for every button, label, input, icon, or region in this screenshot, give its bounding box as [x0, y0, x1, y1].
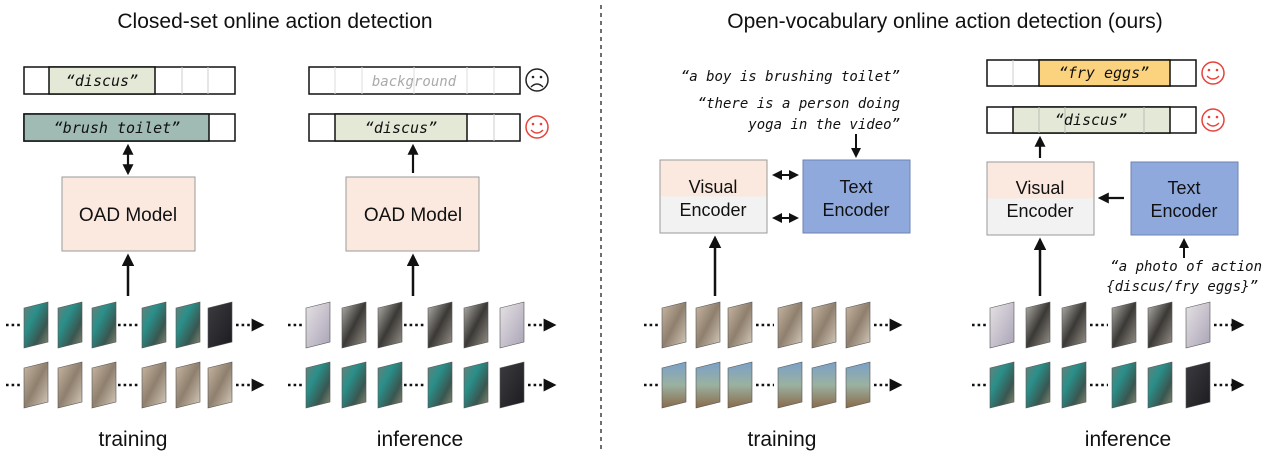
- frown-face-icon: [525, 68, 549, 92]
- prompt-line1: “a photo of action: [1110, 259, 1262, 275]
- left-panel-title: Closed-set online action detection: [117, 10, 432, 33]
- video-frame-thumbnail: [207, 301, 233, 349]
- quote-brushing-toilet: “a boy is brushing toilet”: [681, 69, 900, 85]
- quote-yoga-line2: yoga in the video”: [747, 117, 900, 133]
- left-infer-top-bar: background: [308, 66, 521, 95]
- video-frame-thumbnail: [727, 361, 753, 409]
- oad-model-train-box: [61, 176, 196, 252]
- video-frame-thumbnail: [727, 301, 753, 349]
- video-frame-thumbnail: [989, 301, 1015, 349]
- video-frame-thumbnail: [91, 361, 117, 409]
- video-frame-thumbnail: [377, 301, 403, 349]
- brush-toilet-label: “brush toilet”: [54, 119, 180, 137]
- video-frame-thumbnail: [341, 361, 367, 409]
- video-frame-thumbnail: [463, 301, 489, 349]
- visual-encoder-train-box: [659, 159, 768, 234]
- text-encoder-infer-box: [1130, 161, 1239, 236]
- video-frame-thumbnail: [91, 301, 117, 349]
- video-frame-thumbnail: [341, 301, 367, 349]
- discus-right-label: “discus”: [1055, 111, 1127, 129]
- video-frame-thumbnail: [499, 301, 525, 349]
- video-frame-thumbnail: [1147, 301, 1173, 349]
- video-frame-thumbnail: [1061, 361, 1087, 409]
- left-infer-bottom-bar: “discus”: [308, 113, 521, 142]
- video-frame-thumbnail: [845, 301, 871, 349]
- right-training-caption: training: [748, 428, 817, 451]
- video-frame-thumbnail: [175, 301, 201, 349]
- oad-model-infer-box: [345, 176, 480, 252]
- video-frame-thumbnail: [661, 361, 687, 409]
- video-frame-thumbnail: [1147, 361, 1173, 409]
- discus-infer-label: “discus”: [365, 119, 437, 137]
- video-frame-thumbnail: [207, 361, 233, 409]
- video-frame-thumbnail: [777, 361, 803, 409]
- video-frame-thumbnail: [305, 301, 331, 349]
- right-panel-title: Open-vocabulary online action detection …: [727, 10, 1162, 33]
- video-frame-thumbnail: [989, 361, 1015, 409]
- video-frame-thumbnail: [695, 301, 721, 349]
- left-training-caption: training: [99, 428, 168, 451]
- video-frame-thumbnail: [1185, 301, 1211, 349]
- video-frame-thumbnail: [777, 301, 803, 349]
- left-train-bottom-bar: “brush toilet”: [23, 113, 236, 142]
- smile-face-icon: [1201, 61, 1225, 85]
- video-frame-thumbnail: [1025, 301, 1051, 349]
- visual-encoder-train-line2: Encoder: [679, 200, 746, 220]
- video-frame-thumbnail: [811, 361, 837, 409]
- prompt-line2: {discus/fry eggs}”: [1106, 279, 1258, 295]
- video-frame-thumbnail: [1111, 301, 1137, 349]
- video-frame-thumbnail: [427, 361, 453, 409]
- oad-model-train-label: OAD Model: [79, 205, 177, 226]
- text-encoder-train-line1: Text: [839, 177, 872, 197]
- smile-face-icon: [1201, 108, 1225, 132]
- visual-encoder-infer-box: [986, 161, 1095, 236]
- video-frame-thumbnail: [23, 361, 49, 409]
- visual-encoder-infer-line2: Encoder: [1006, 201, 1073, 221]
- right-inference-caption: inference: [1085, 428, 1171, 451]
- video-frame-thumbnail: [1185, 361, 1211, 409]
- visual-encoder-infer-line1: Visual: [1016, 178, 1065, 198]
- right-infer-bottom-bar: “discus”: [986, 106, 1197, 134]
- video-frame-thumbnail: [427, 301, 453, 349]
- discus-label: “discus”: [66, 72, 138, 90]
- video-frame-thumbnail: [845, 361, 871, 409]
- video-frame-thumbnail: [141, 301, 167, 349]
- text-encoder-train-line2: Encoder: [822, 200, 889, 220]
- video-frame-thumbnail: [499, 361, 525, 409]
- left-inference-caption: inference: [377, 428, 463, 451]
- right-infer-top-bar: “fry eggs”: [986, 59, 1197, 87]
- smile-face-icon: [525, 115, 549, 139]
- video-frame-thumbnail: [305, 361, 331, 409]
- video-frame-thumbnail: [57, 361, 83, 409]
- left-video-frames: [6, 301, 557, 409]
- video-frame-thumbnail: [661, 301, 687, 349]
- left-train-top-bar: “discus”: [23, 66, 236, 95]
- video-frame-thumbnail: [695, 361, 721, 409]
- video-frame-thumbnail: [57, 301, 83, 349]
- video-frame-thumbnail: [377, 361, 403, 409]
- video-frame-thumbnail: [23, 301, 49, 349]
- quote-yoga-line1: “there is a person doing: [698, 96, 900, 112]
- video-frame-thumbnail: [1111, 361, 1137, 409]
- visual-encoder-train-line1: Visual: [689, 177, 738, 197]
- text-encoder-train-box: [802, 159, 911, 234]
- video-frame-thumbnail: [463, 361, 489, 409]
- video-frame-thumbnail: [1025, 361, 1051, 409]
- right-video-frames: [644, 301, 1245, 409]
- fry-eggs-label: “fry eggs”: [1059, 64, 1149, 82]
- video-frame-thumbnail: [811, 301, 837, 349]
- text-encoder-infer-line2: Encoder: [1150, 201, 1217, 221]
- video-frame-thumbnail: [1061, 301, 1087, 349]
- background-label: background: [372, 74, 457, 90]
- text-encoder-infer-line1: Text: [1167, 178, 1200, 198]
- video-frame-thumbnail: [175, 361, 201, 409]
- oad-model-infer-label: OAD Model: [364, 205, 462, 226]
- video-frame-thumbnail: [141, 361, 167, 409]
